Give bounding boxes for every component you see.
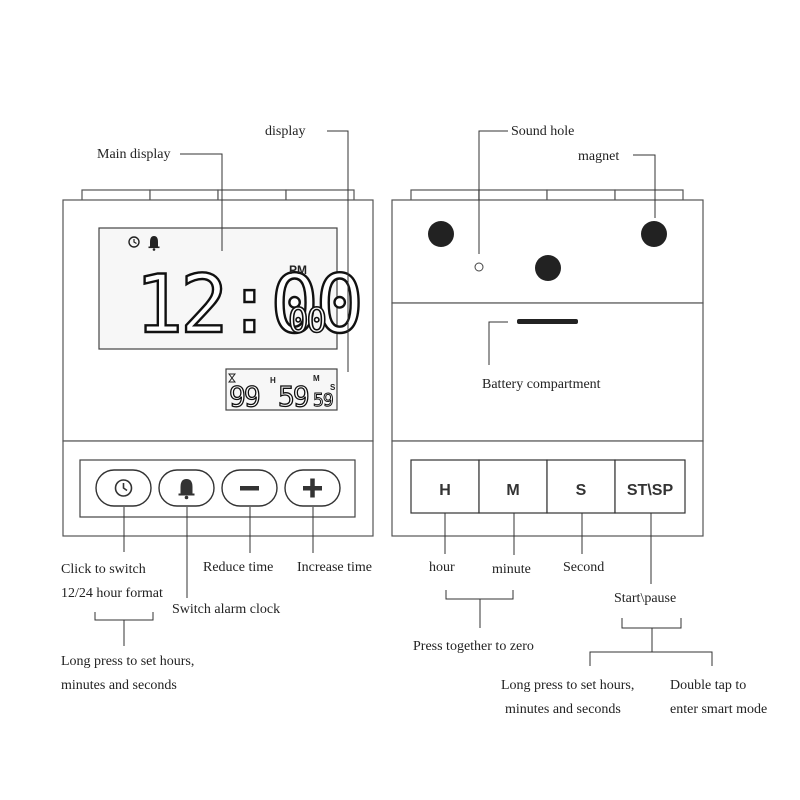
right-device: H M S ST\SP (391, 189, 704, 537)
start-stop-button[interactable]: ST\SP (614, 459, 686, 514)
start-stop-button-label: ST\SP (627, 482, 674, 499)
label-hour-format: 12/24 hour format (61, 586, 163, 601)
label-press-together: Press together to zero (413, 639, 534, 654)
top-tab (149, 189, 219, 202)
top-tab (410, 189, 480, 202)
label-double-tap-1: Double tap to (670, 678, 746, 693)
label-start-pause: Start\pause (614, 591, 676, 606)
lcd-clock-icon (128, 236, 140, 248)
sound-hole (474, 262, 484, 272)
sub-display-screen (225, 368, 338, 411)
label-display: display (265, 124, 305, 139)
reduce-time-button[interactable] (221, 469, 278, 507)
hourglass-icon (228, 373, 236, 383)
leader-line (180, 153, 223, 251)
label-long-press-left-2: minutes and seconds (61, 678, 177, 693)
battery-panel (391, 302, 704, 442)
top-tab (546, 189, 616, 202)
magnet-left (428, 221, 454, 247)
labels: Main display display Sound hole magnet B… (61, 124, 767, 717)
clock-icon (114, 479, 133, 497)
sub-h-mark: H (270, 376, 276, 385)
bracket (445, 590, 514, 600)
bracket (94, 612, 154, 621)
sub-minutes: 59 (278, 380, 308, 413)
label-reduce-time: Reduce time (203, 560, 273, 575)
label-battery-compartment: Battery compartment (482, 377, 601, 392)
label-sound-hole: Sound hole (511, 124, 574, 139)
main-display-screen (98, 227, 338, 350)
left-device: 12:00 PM 00 99 H 59 M 59 S (62, 189, 374, 537)
top-tab (285, 189, 355, 202)
center-magnet (535, 255, 561, 281)
minute-button[interactable]: M (478, 459, 548, 514)
sub-hours: 99 (229, 380, 259, 413)
main-time: 12:00 (135, 258, 361, 351)
bracket (621, 618, 682, 629)
label-minute: minute (492, 562, 531, 577)
minute-button-label: M (506, 482, 519, 499)
top-tab (217, 189, 287, 202)
label-long-press-left-1: Long press to set hours, (61, 654, 194, 669)
label-main-display: Main display (97, 147, 171, 162)
label-double-tap-2: enter smart mode (670, 702, 767, 717)
leader-lines (94, 130, 713, 666)
leader-line (633, 154, 656, 218)
top-tab (81, 189, 151, 202)
top-tab (614, 189, 684, 202)
label-click-to-switch: Click to switch (61, 562, 146, 577)
sub-seconds: 59 (313, 390, 333, 411)
sub-m-mark: M (313, 374, 320, 383)
label-long-press-right-1: Long press to set hours, (501, 678, 634, 693)
hour-button[interactable]: H (410, 459, 480, 514)
ampm-indicator: PM (289, 263, 307, 277)
label-increase-time: Increase time (297, 560, 372, 575)
leader-line (488, 321, 508, 365)
magnet-right (641, 221, 667, 247)
sub-s-mark: S (330, 383, 336, 392)
minus-icon (240, 486, 259, 491)
alarm-button[interactable] (158, 469, 215, 507)
label-magnet: magnet (578, 149, 619, 164)
clock-format-button[interactable] (95, 469, 152, 507)
label-long-press-right-2: minutes and seconds (505, 702, 621, 717)
bracket (589, 651, 713, 666)
label-hour: hour (429, 560, 455, 575)
leader-line (478, 130, 508, 254)
lcd-bell-icon (148, 236, 160, 251)
second-button[interactable]: S (546, 459, 616, 514)
label-second: Second (563, 560, 604, 575)
increase-time-button[interactable] (284, 469, 341, 507)
label-switch-alarm: Switch alarm clock (172, 602, 280, 617)
back-top-panel (391, 199, 704, 304)
battery-slot (517, 319, 578, 324)
top-tab (478, 189, 548, 202)
plus-icon (303, 478, 322, 498)
hour-button-label: H (439, 482, 451, 499)
leader-line (327, 130, 349, 372)
main-seconds: 00 (288, 301, 325, 341)
second-button-label: S (576, 482, 587, 499)
bell-icon (178, 479, 195, 500)
